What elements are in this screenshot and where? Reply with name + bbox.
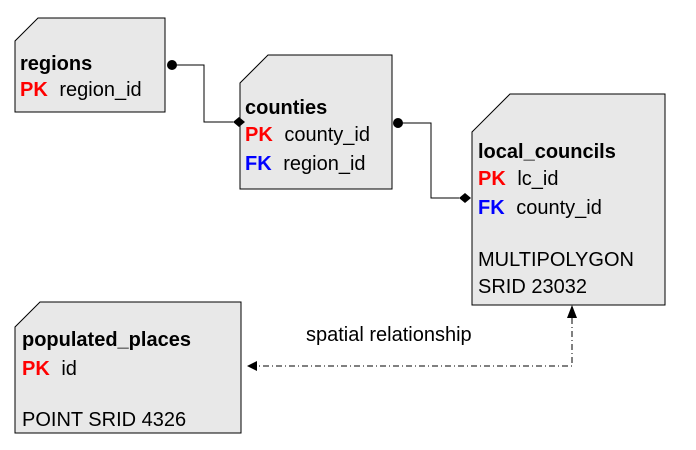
srid-label: SRID 23032 — [478, 276, 587, 298]
pk-field: lc_id — [517, 168, 558, 190]
pk-tag: PK — [245, 124, 273, 146]
relationship-counties-local-councils[interactable] — [393, 118, 471, 203]
pk-row: PK county_id — [245, 124, 370, 146]
fk-tag: FK — [478, 197, 505, 219]
entity-title: counties — [245, 97, 327, 119]
spatial-relationship-label: spatial relationship — [306, 324, 472, 346]
one-end-dot — [167, 60, 177, 70]
pk-field: county_id — [284, 124, 370, 146]
fk-field: region_id — [283, 153, 365, 175]
entity-title: local_councils — [478, 141, 616, 163]
many-end-diamond — [459, 193, 471, 203]
entity-populated-places[interactable]: populated_places PK id POINT SRID 4326 — [14, 301, 242, 434]
pk-row: PK lc_id — [478, 168, 559, 190]
one-end-dot — [393, 118, 403, 128]
fk-field: county_id — [516, 197, 602, 219]
spatial-relationship-connector[interactable] — [247, 305, 577, 371]
fk-row: FK county_id — [478, 197, 602, 219]
pk-field: region_id — [59, 79, 141, 101]
pk-row: PK region_id — [20, 79, 142, 101]
pk-row: PK id — [22, 358, 77, 380]
geometry-type: MULTIPOLYGON — [478, 249, 634, 271]
entity-counties[interactable]: counties PK county_id FK region_id — [239, 54, 393, 190]
entity-title: populated_places — [22, 329, 191, 351]
fk-row: FK region_id — [245, 153, 366, 175]
pk-field: id — [61, 358, 77, 380]
fk-tag: FK — [245, 153, 272, 175]
pk-tag: PK — [478, 168, 506, 190]
geometry-label: POINT SRID 4326 — [22, 409, 186, 431]
pk-tag: PK — [22, 358, 50, 380]
many-end-diamond — [233, 117, 245, 127]
up-arrowhead — [567, 305, 577, 318]
pk-tag: PK — [20, 79, 48, 101]
entity-title: regions — [20, 53, 92, 75]
relationship-regions-counties[interactable] — [167, 60, 245, 127]
entity-regions[interactable]: regions PK region_id — [14, 17, 166, 113]
entity-local-councils[interactable]: local_councils PK lc_id FK county_id MUL… — [471, 93, 666, 306]
